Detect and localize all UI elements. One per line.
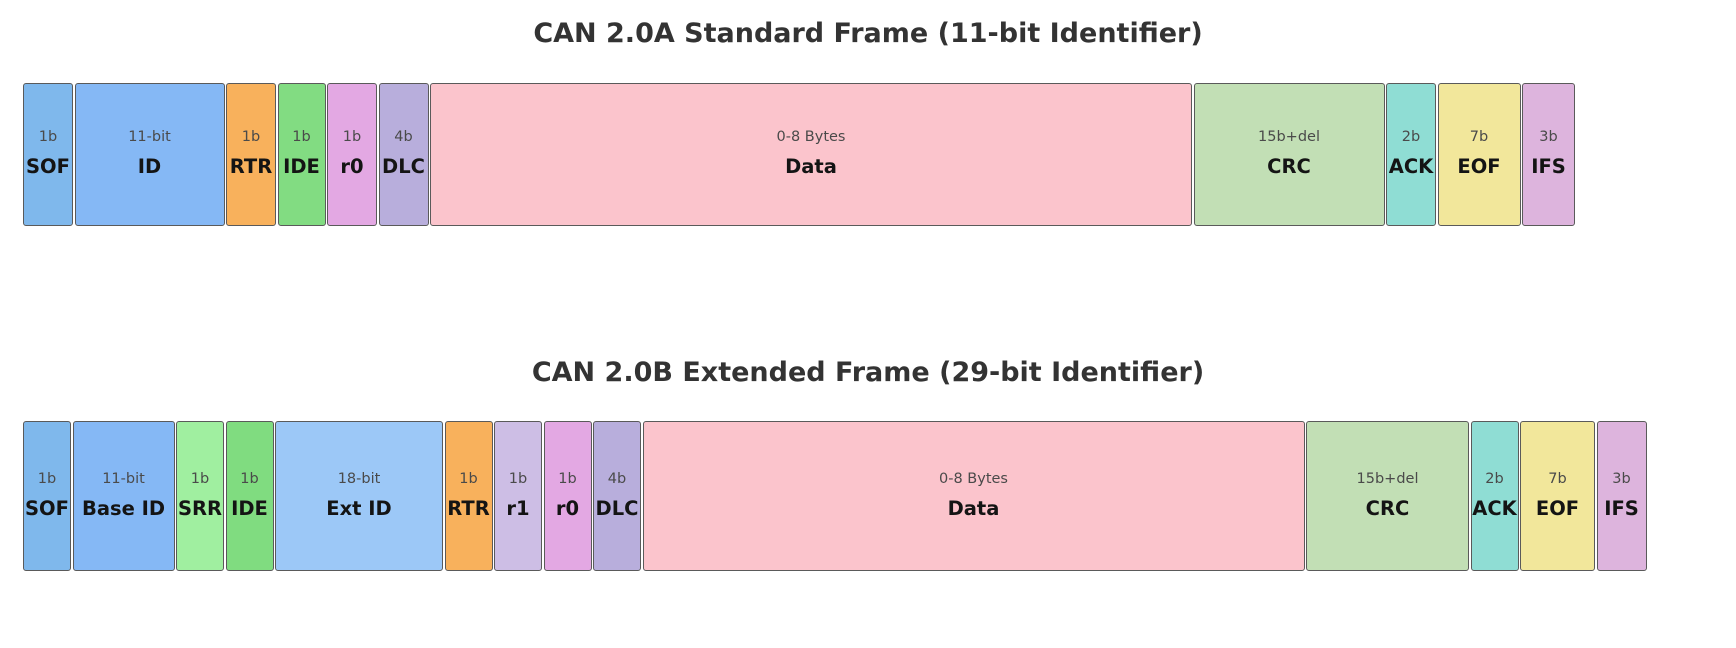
field-name-label: DLC [595, 496, 639, 520]
field-name-label: Base ID [81, 496, 166, 520]
field-name-label: SOF [25, 496, 69, 520]
field-name-label: r0 [340, 155, 364, 179]
field-r1: 1b r1 [494, 421, 542, 571]
field-name-label: EOF [1535, 496, 1580, 520]
field-bits-label: 1b [190, 470, 210, 487]
field-name-label: IFS [1604, 496, 1639, 520]
field-bits-label: 4b [607, 470, 627, 487]
field-bits-label: 1b [558, 470, 577, 487]
field-bits-label: 7b [1469, 129, 1489, 146]
field-name-label: CRC [1365, 496, 1410, 520]
field-bits-label: 4b [394, 129, 413, 146]
field-bits-label: 1b [508, 470, 528, 487]
field-bits-label: 1b [342, 129, 362, 146]
field-bits-label: 1b [240, 470, 259, 487]
field-name-label: Data [947, 496, 1000, 520]
field-name-label: IFS [1531, 155, 1566, 179]
field-r0: 1b r0 [327, 83, 377, 226]
field-bits-label: 1b [37, 470, 57, 487]
field-bits-label: 1b [38, 129, 58, 146]
field-name-label: r0 [555, 496, 580, 520]
field-bits-label: 1b [459, 470, 478, 487]
field-name-label: RTR [447, 496, 490, 520]
extended-frame-title: CAN 2.0B Extended Frame (29-bit Identifi… [531, 357, 1205, 388]
field-bits-label: 1b [241, 129, 261, 146]
field-name-label: IDE [231, 496, 268, 520]
field-bits-label: 7b [1548, 470, 1567, 487]
field-bits-label: 11-bit [128, 129, 171, 146]
field-name-label: ACK [1472, 496, 1517, 520]
field-name-label: ID [137, 155, 162, 179]
field-bits-label: 3b [1539, 129, 1558, 146]
field-bits-label: 2b [1401, 129, 1421, 146]
standard-frame-title: CAN 2.0A Standard Frame (11-bit Identifi… [533, 18, 1203, 49]
field-bits-label: 3b [1612, 470, 1631, 487]
field-bits-label: 15b+del [1356, 470, 1419, 487]
field-name-label: EOF [1457, 155, 1501, 179]
field-bits-label: 1b [292, 129, 311, 146]
field-name-label: SOF [26, 155, 70, 179]
field-bits-label: 18-bit [337, 470, 381, 487]
field-name-label: r1 [506, 496, 530, 520]
field-name-label: Data [785, 155, 837, 179]
field-bits-label: 11-bit [102, 470, 145, 487]
field-name-label: RTR [229, 155, 273, 179]
field-name-label: DLC [382, 155, 425, 179]
field-bits-label: 0-8 Bytes [939, 470, 1008, 487]
field-name-label: SRR [177, 496, 223, 520]
field-name-label: ACK [1388, 155, 1434, 179]
field-bits-label: 0-8 Bytes [776, 129, 846, 146]
field-r0: 1b r0 [543, 421, 592, 571]
field-name-label: Ext ID [326, 496, 392, 520]
field-name-label: CRC [1267, 155, 1311, 179]
field-name-label: IDE [283, 155, 320, 179]
field-bits-label: 15b+del [1258, 129, 1320, 146]
field-bits-label: 2b [1485, 470, 1504, 487]
